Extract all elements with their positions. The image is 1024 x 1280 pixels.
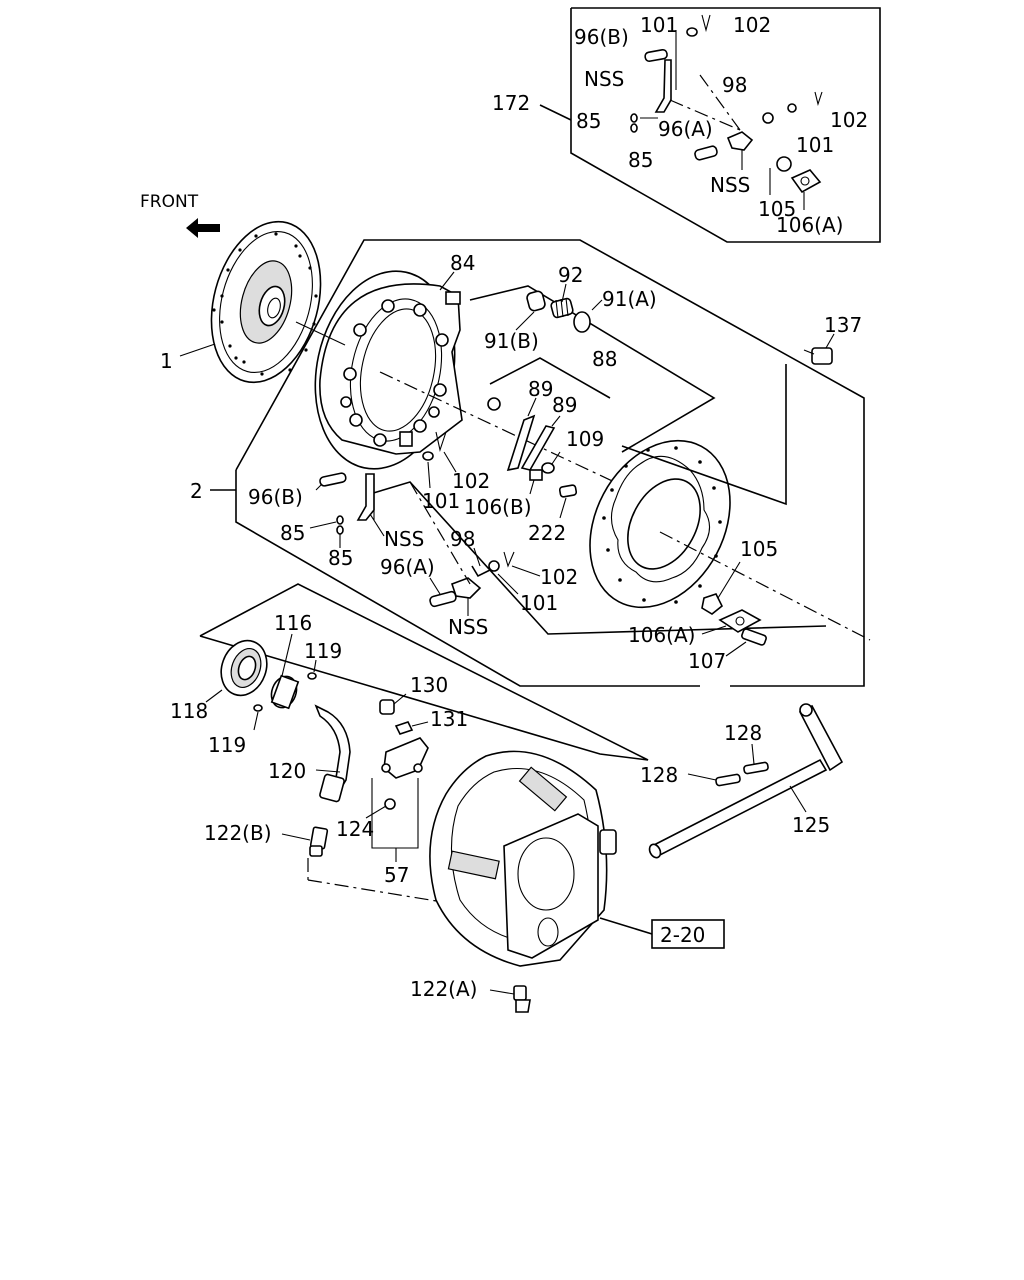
label-2: 2 [190,479,203,503]
key-128a [715,773,741,787]
label-88: 88 [592,347,617,371]
label-120: 120 [268,759,306,783]
clip-119b [253,704,263,712]
bearing-hub-116 [270,674,300,710]
clip-119a [307,672,317,680]
label-125: 125 [792,813,830,837]
nut-98 [471,565,491,578]
nut-105 [701,593,724,615]
clutch-housing [429,750,617,967]
label-96a: 96(A) [380,555,435,579]
label-119a: 119 [304,639,342,663]
label-101b: 101 [520,591,558,615]
front-arrow-icon [186,218,220,238]
label-nss2: NSS [448,615,488,639]
label-102-top2: 102 [830,108,868,132]
label-106a: 106(A) [628,623,695,647]
bolt-96a [429,590,457,608]
label-130: 130 [410,673,448,697]
bolt-head [487,397,501,411]
label-85-top-b: 85 [628,148,653,172]
label-96b: 96(B) [248,485,303,509]
assembly-lower-outline [199,583,649,761]
release-lever [356,473,375,521]
pressure-plate-cover [314,270,463,470]
label-101: 101 [422,489,460,513]
label-85-top-a: 85 [576,109,601,133]
label-172: 172 [492,91,530,115]
label-102: 102 [452,469,490,493]
label-131: 131 [430,707,468,731]
spring-92 [550,297,574,319]
bolt-107 [741,628,767,646]
label-119b: 119 [208,733,246,757]
spring-seat-91a [573,311,591,333]
plate-106a [718,609,762,633]
pressure-plate [589,439,731,609]
reference-box [651,919,725,949]
label-98-top: 98 [722,73,747,97]
label-96a-top: 96(A) [658,117,713,141]
label-91b: 91(B) [484,329,539,353]
label-118: 118 [170,699,208,723]
bolt-130 [379,699,395,715]
strap-89a [506,414,536,472]
label-nss: NSS [384,527,424,551]
bolt-96b [319,472,347,487]
fork-bracket-124 [381,737,429,810]
bolt-131 [394,721,414,735]
label-nss-top: NSS [584,67,624,91]
reference-box-label: 2-20 [660,923,705,947]
label-124: 124 [336,817,374,841]
label-91a: 91(A) [602,287,657,311]
label-122b: 122(B) [204,821,272,845]
label-137: 137 [824,313,862,337]
inset-assembly-172 [539,7,881,243]
label-122a: 122(A) [410,977,477,1001]
spring-seat-91b [526,290,546,312]
label-105-top: 105 [758,197,796,221]
label-92: 92 [558,263,583,287]
bolt-137 [811,347,833,365]
label-106a-top: 106(A) [776,213,843,237]
assembly-2-outline [210,239,865,687]
grease-nipple-122a [513,985,531,1013]
label-128b: 128 [724,721,762,745]
front-label: FRONT [140,192,199,212]
label-nss-top2: NSS [710,173,750,197]
label-89b: 89 [552,393,577,417]
washer-101 [422,451,434,461]
label-116: 116 [274,611,312,635]
label-85a: 85 [280,521,305,545]
clutch-disc [210,220,322,384]
label-102-top: 102 [733,13,771,37]
label-109: 109 [566,427,604,451]
label-96b-top: 96(B) [574,25,629,49]
washer-109 [541,462,555,474]
grease-nipple-122b [309,826,329,857]
label-222: 222 [528,521,566,545]
label-105: 105 [740,537,778,561]
label-102b: 102 [540,565,578,589]
release-bearing-118 [220,639,268,697]
label-85b: 85 [328,546,353,570]
grease-hose-120 [314,704,351,803]
label-98: 98 [450,527,475,551]
key-128b [743,761,769,775]
label-89a: 89 [528,377,553,401]
label-1: 1 [160,349,173,373]
label-57: 57 [384,863,409,887]
pin-102 [435,431,447,453]
label-106b: 106(B) [464,495,532,519]
label-101-top: 101 [640,13,678,37]
plate-106b [529,469,543,481]
label-101-top2: 101 [796,133,834,157]
bolt-222 [558,484,578,498]
washer-101b [488,560,500,572]
label-84: 84 [450,251,475,275]
release-shaft-125 [648,703,844,859]
label-107: 107 [688,649,726,673]
label-128a: 128 [640,763,678,787]
